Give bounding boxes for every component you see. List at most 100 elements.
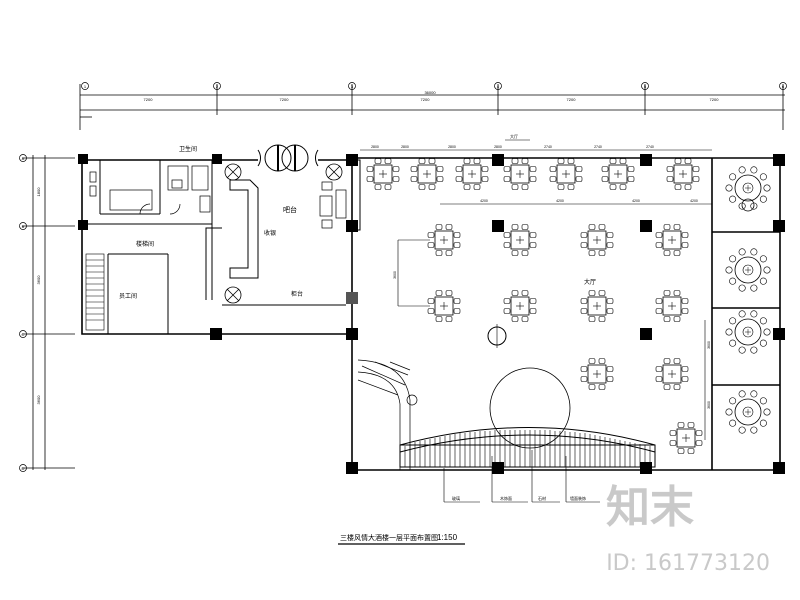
chair [521, 158, 529, 164]
chair [410, 176, 418, 182]
chair [763, 266, 771, 274]
round-table [725, 390, 771, 434]
chair [681, 298, 689, 304]
segment-dimension: 7200 [280, 97, 290, 102]
segment-dimension: 3600 [36, 275, 41, 285]
chair [750, 284, 758, 292]
chair [627, 166, 635, 172]
column [640, 328, 652, 340]
chair [674, 184, 682, 190]
chair [655, 298, 663, 304]
chair [503, 166, 511, 172]
segment-dimension: 4200 [556, 199, 564, 203]
chair [384, 184, 392, 190]
chair [669, 440, 677, 446]
segment-dimension: 7200 [710, 97, 720, 102]
chair [511, 224, 519, 230]
segment-dimension: 7200 [144, 97, 154, 102]
square-table [666, 158, 700, 190]
chair [729, 419, 737, 427]
segment-dimension: 4200 [632, 199, 640, 203]
chair [453, 308, 461, 314]
chair [427, 298, 435, 304]
chair [445, 290, 453, 296]
chair [521, 250, 529, 256]
segment-dimension: 4200 [480, 199, 488, 203]
chair [666, 166, 674, 172]
chair [606, 232, 614, 238]
chair [759, 255, 767, 263]
segment-dimension: 2740 [544, 145, 552, 149]
column [210, 328, 222, 340]
callout-label: 玻璃 [452, 495, 460, 501]
chair [521, 316, 529, 322]
axis-label: D [22, 466, 25, 471]
chair [606, 308, 614, 314]
column [212, 154, 222, 164]
segment-dimension: 2800 [494, 145, 502, 149]
plant-icon [741, 198, 755, 212]
hall-dimension-text: 2800 2800 2800 2800 2740 2740 2740 4200 … [371, 145, 711, 409]
feature-screen [399, 427, 656, 468]
chair [567, 184, 575, 190]
segment-dimension: 7200 [567, 97, 577, 102]
chair [763, 184, 771, 192]
square-tables [366, 158, 703, 454]
square-table [601, 158, 635, 190]
chair [529, 176, 537, 182]
chair [503, 176, 511, 182]
drawing-title: 三楼风情大酒楼一层平面布置图 1:150 [338, 533, 465, 545]
column [346, 154, 358, 166]
segment-dimension: 2740 [594, 145, 602, 149]
chair [445, 224, 453, 230]
chair [511, 316, 519, 322]
axis-bubble [19, 330, 27, 338]
axis-bubble [19, 154, 27, 162]
chair [418, 158, 426, 164]
square-table [655, 358, 689, 390]
segment-dimension: 2800 [401, 145, 409, 149]
chair [759, 277, 767, 285]
chair [692, 166, 700, 172]
chair [606, 242, 614, 248]
left-dimension-chain [22, 155, 75, 470]
segment-dimension: 4200 [690, 199, 698, 203]
entrance-door [257, 144, 319, 172]
chair [521, 184, 529, 190]
axis-label: 5 [644, 84, 647, 89]
chair [521, 290, 529, 296]
label-bar: 吧台 [283, 205, 297, 214]
chair [729, 339, 737, 347]
chair [738, 346, 746, 354]
chair [529, 166, 537, 172]
chair [473, 184, 481, 190]
chair [529, 298, 537, 304]
label-cashier: 收银 [264, 229, 276, 237]
column [773, 220, 785, 232]
chair [729, 317, 737, 325]
chair [750, 346, 758, 354]
axis-bubble [81, 82, 89, 90]
chair [729, 277, 737, 285]
chair [436, 166, 444, 172]
chair [410, 166, 418, 172]
stair-curved [357, 359, 418, 470]
chair [673, 250, 681, 256]
chair [481, 176, 489, 182]
chair [681, 232, 689, 238]
chair [655, 366, 663, 372]
chair [575, 176, 583, 182]
chair [435, 224, 443, 230]
column [640, 154, 652, 166]
round-table [725, 166, 771, 210]
chair [673, 316, 681, 322]
chair [445, 250, 453, 256]
chair [750, 426, 758, 434]
chair [580, 242, 588, 248]
chair [655, 232, 663, 238]
top-axis-bubbles: 1 2 3 4 5 6 [81, 82, 787, 90]
chair [655, 308, 663, 314]
chair [503, 232, 511, 238]
chair [663, 250, 671, 256]
